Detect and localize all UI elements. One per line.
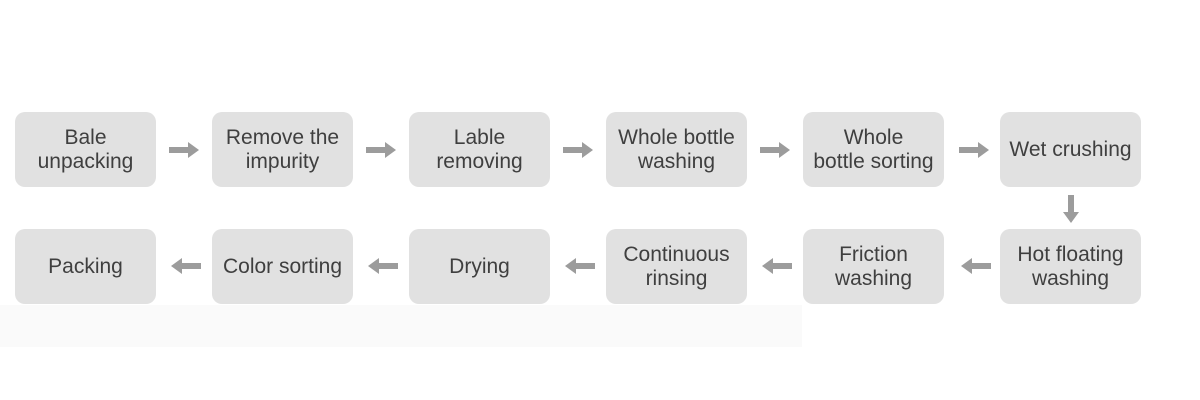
step-label: Bale unpacking (37, 125, 134, 173)
step-remove-the-impurity: Remove the impurity (212, 112, 353, 187)
step-label: Whole bottle washing (618, 125, 735, 173)
step-drying: Drying (409, 229, 550, 304)
step-label: Lable removing (436, 125, 523, 173)
step-lable-removing: Lable removing (409, 112, 550, 187)
arrow-right-icon (169, 142, 199, 158)
arrow-right-icon (563, 142, 593, 158)
arrow-right-icon (366, 142, 396, 158)
arrow-right-icon (760, 142, 790, 158)
arrow-down-icon (1063, 195, 1079, 223)
step-whole-bottle-sorting: Whole bottle sorting (803, 112, 944, 187)
step-label: Remove the impurity (225, 125, 340, 173)
arrow-left-icon (762, 258, 792, 274)
step-packing: Packing (15, 229, 156, 304)
step-color-sorting: Color sorting (212, 229, 353, 304)
step-hot-floating-washing: Hot floating washing (1000, 229, 1141, 304)
step-label: Whole bottle sorting (813, 125, 934, 173)
step-label: Friction washing (834, 242, 913, 290)
step-wet-crushing: Wet crushing (1000, 112, 1141, 187)
background-shade (0, 305, 802, 347)
step-label: Packing (48, 254, 123, 278)
step-label: Drying (449, 254, 510, 278)
step-bale-unpacking: Bale unpacking (15, 112, 156, 187)
step-continuous-rinsing: Continuous rinsing (606, 229, 747, 304)
arrow-left-icon (961, 258, 991, 274)
step-friction-washing: Friction washing (803, 229, 944, 304)
step-label: Continuous rinsing (623, 242, 730, 290)
step-label: Color sorting (222, 254, 343, 278)
arrow-left-icon (368, 258, 398, 274)
step-whole-bottle-washing: Whole bottle washing (606, 112, 747, 187)
arrow-right-icon (959, 142, 989, 158)
step-label: Wet crushing (1009, 137, 1132, 161)
arrow-left-icon (171, 258, 201, 274)
step-label: Hot floating washing (1017, 242, 1124, 290)
arrow-left-icon (565, 258, 595, 274)
